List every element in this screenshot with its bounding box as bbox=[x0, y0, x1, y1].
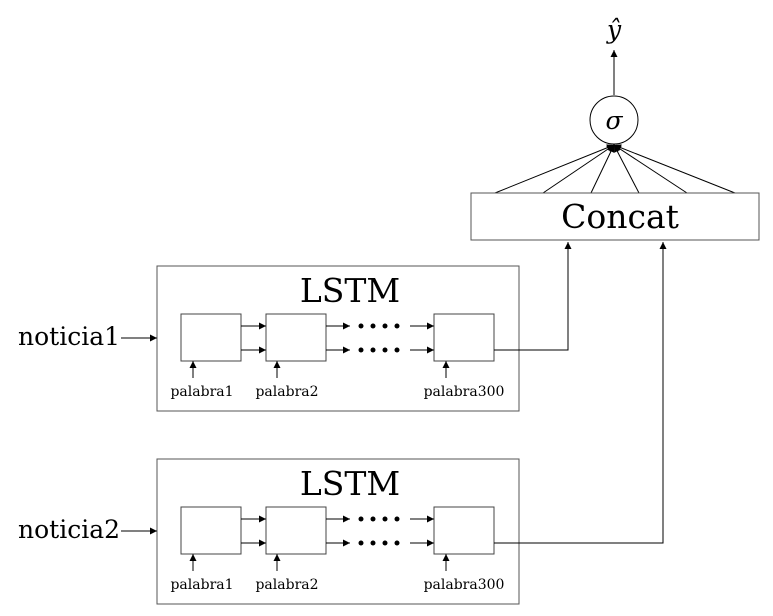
lstm-cell-1 bbox=[180, 313, 242, 362]
word-label-300: palabra300 bbox=[424, 384, 505, 400]
lstm-block-2: LSTM noticia2 palabra1 palabra2 palabra3… bbox=[18, 458, 520, 605]
lstm2-to-concat-arrow bbox=[494, 242, 667, 544]
sigma-label: σ bbox=[605, 106, 623, 135]
word-label-2: palabra2 bbox=[255, 384, 318, 400]
concat-box bbox=[470, 192, 760, 241]
input-label: noticia2 bbox=[18, 515, 120, 544]
word-label-1: palabra1 bbox=[170, 384, 233, 400]
lstm-cell-2 bbox=[265, 506, 327, 555]
lstm-title: LSTM bbox=[300, 464, 400, 503]
word-label-2: palabra2 bbox=[255, 577, 318, 593]
lstm1-to-concat-arrow bbox=[494, 242, 572, 351]
lstm-cell-300 bbox=[433, 313, 495, 362]
output-y-hat: ŷ bbox=[606, 15, 622, 44]
lstm-cell-300 bbox=[433, 506, 495, 555]
sigma-node bbox=[589, 95, 639, 145]
lstm-block-1: LSTM noticia1 palabra1 palabra2 palabra3… bbox=[18, 265, 520, 412]
lstm-cell-2 bbox=[265, 313, 327, 362]
input-label: noticia1 bbox=[18, 322, 120, 351]
concat-to-sigma-lines bbox=[494, 144, 736, 194]
ellipsis-dots bbox=[358, 323, 400, 353]
ellipsis-dots bbox=[358, 516, 400, 546]
word-label-300: palabra300 bbox=[424, 577, 505, 593]
word-label-1: palabra1 bbox=[170, 577, 233, 593]
lstm-title: LSTM bbox=[300, 271, 400, 310]
concat-label: Concat bbox=[561, 197, 679, 236]
lstm-cell-1 bbox=[180, 506, 242, 555]
